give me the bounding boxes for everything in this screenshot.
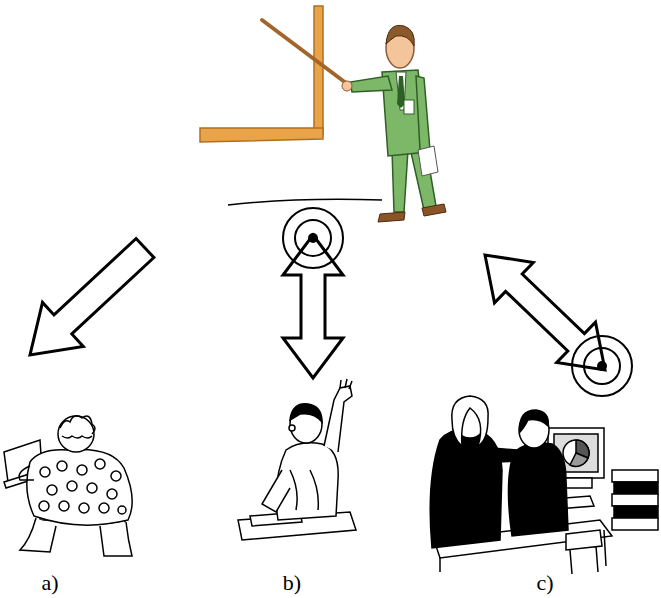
pie-slice (570, 453, 588, 466)
target-symbol (283, 208, 343, 268)
dot (57, 461, 67, 471)
dot (95, 459, 105, 469)
student-raising-hand (238, 379, 356, 540)
student-back-view (4, 416, 132, 556)
fingers (340, 379, 352, 389)
dot (77, 465, 87, 475)
student-legs (20, 518, 132, 556)
two-way-arrow (485, 255, 605, 370)
man-hair (520, 410, 548, 432)
teacher-arm (350, 76, 392, 92)
book (612, 470, 658, 482)
student-arm (19, 466, 34, 480)
dot (67, 481, 77, 491)
option-label: a) (41, 572, 58, 594)
board-frame (314, 6, 323, 134)
teacher-leg (392, 150, 408, 212)
paper-sheet (418, 146, 438, 176)
pair-at-computer (430, 396, 658, 574)
target-ring (295, 220, 331, 256)
dot (39, 501, 49, 511)
one-way-arrow (30, 239, 154, 356)
board-frame (200, 128, 323, 142)
dot (87, 483, 97, 493)
teacher-hair (386, 25, 414, 46)
dot (107, 489, 117, 499)
chair (566, 530, 602, 574)
student-head (58, 416, 94, 452)
dot (79, 503, 89, 513)
dot (47, 485, 57, 495)
curly-hair (60, 416, 95, 438)
option-label: b) (283, 572, 301, 594)
student-arm (262, 470, 290, 512)
floor-line (228, 199, 382, 205)
dot (59, 501, 69, 511)
board-surface (200, 8, 316, 130)
target-ring (283, 208, 343, 268)
woman-body (430, 429, 502, 548)
target-dot (597, 361, 607, 371)
dot (111, 471, 121, 481)
pie-chart (563, 440, 589, 466)
dot (99, 503, 109, 513)
book (612, 494, 658, 506)
target-dot (308, 233, 318, 243)
man-body (508, 443, 568, 536)
book-stack (612, 470, 658, 530)
student-hair (290, 404, 322, 422)
student-torso (27, 449, 132, 525)
woman-hair (452, 396, 488, 446)
blackboard (200, 6, 323, 142)
pointer-stick (262, 20, 350, 86)
book (614, 482, 658, 494)
dot (40, 467, 50, 477)
target-symbol (572, 336, 632, 396)
teacher-arm (416, 76, 430, 150)
name-badge (404, 100, 414, 114)
shirt-folds (290, 470, 318, 510)
option-label: c) (536, 572, 553, 594)
teacher-shoe (378, 212, 405, 222)
target-ring (584, 348, 620, 384)
target-ring (572, 336, 632, 396)
raised-arm (324, 386, 352, 452)
book (614, 506, 658, 518)
teacher-figure (262, 20, 446, 222)
student-ear (289, 425, 295, 431)
book (612, 518, 658, 530)
teacher-shoe (422, 204, 446, 216)
polka-dots (39, 459, 126, 514)
dot (118, 506, 126, 514)
teacher-hand (342, 81, 352, 91)
